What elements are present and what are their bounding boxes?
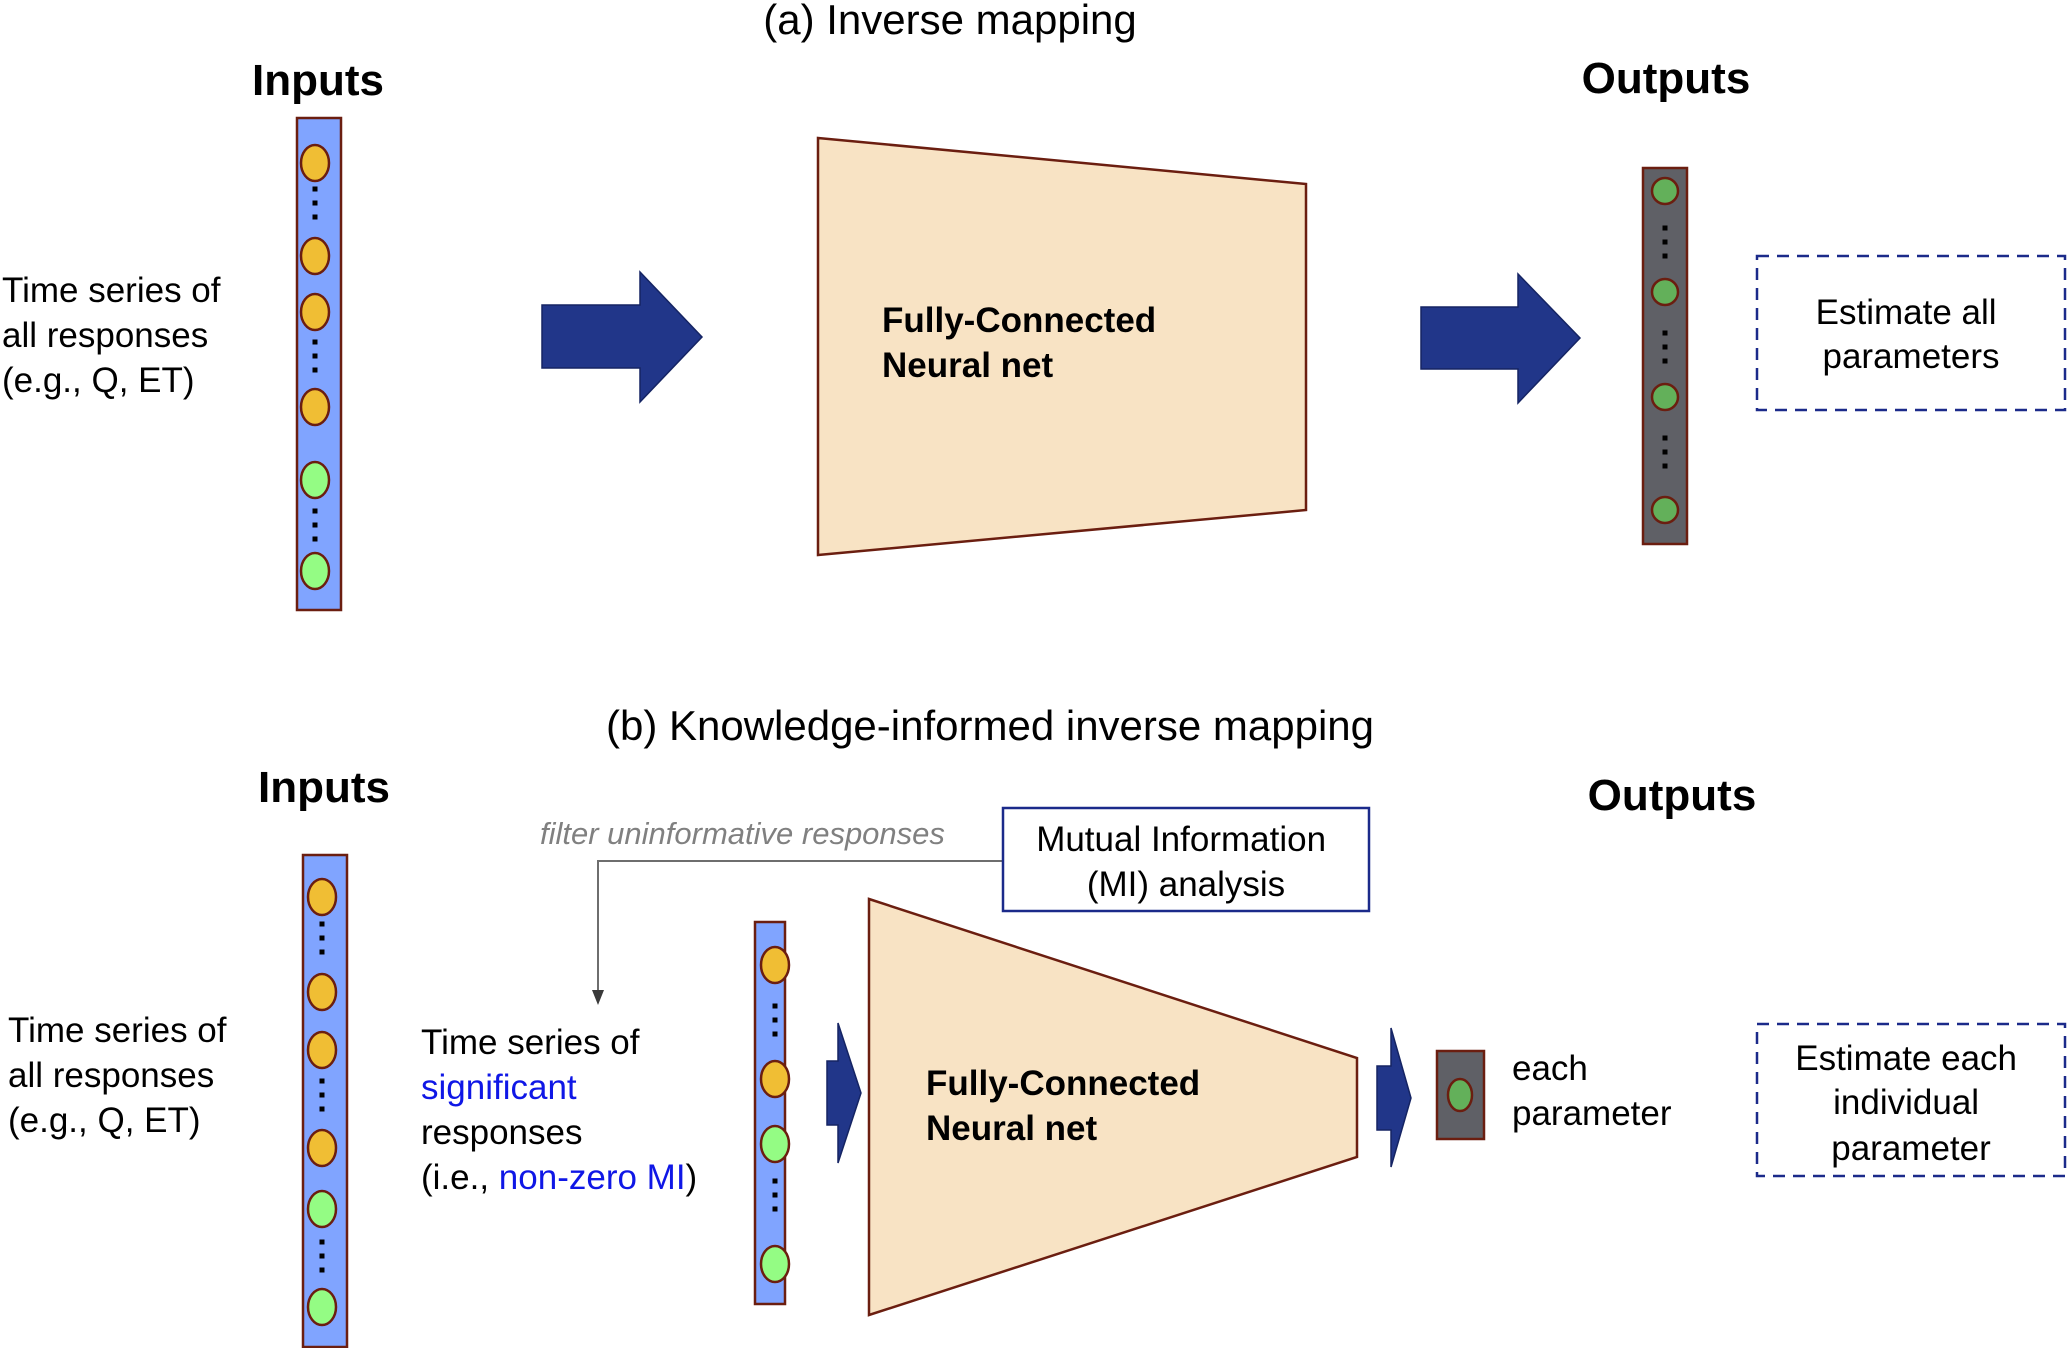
ellipsis-dot (772, 1178, 778, 1184)
panel-a-result-label: Estimate all parameters (1816, 293, 2007, 376)
ellipsis-dot (319, 1106, 325, 1112)
green-node (299, 551, 331, 591)
ellipsis-dot (319, 1239, 325, 1245)
ellipsis-dot (319, 1092, 325, 1098)
green-node (306, 1287, 338, 1327)
panel-b-outputs-header: Outputs (1588, 771, 1757, 820)
panel-b-title: (b) Knowledge-informed inverse mapping (606, 702, 1374, 749)
panel-b-network-label: Fully-Connected Neural net (926, 1064, 1210, 1148)
panel-b-output-nodes (1446, 1077, 1474, 1113)
yellow-node (299, 387, 331, 427)
ellipsis-dot (312, 200, 318, 206)
ellipsis-dot (312, 214, 318, 220)
panel-b-filter-connector (597, 860, 1003, 990)
yellow-node (306, 972, 338, 1012)
yellow-node (759, 1059, 791, 1099)
panel-a-output-nodes (1650, 176, 1680, 525)
panel-b-filter-label: filter uninformative responses (540, 816, 945, 851)
ellipsis-dot (1662, 330, 1668, 336)
panel-b-input-layer (301, 853, 349, 1348)
panel-b-input-nodes (306, 877, 338, 1327)
panel-b-arrow-in-icon (826, 1022, 862, 1164)
panel-a-input-label: Time series of all responses (e.g., Q, E… (2, 271, 230, 400)
ellipsis-dot (772, 1206, 778, 1212)
green-node (759, 1124, 791, 1164)
panel-a-network (816, 136, 1308, 557)
panel-a-input-layer (295, 116, 343, 612)
ellipsis-dot (772, 1003, 778, 1009)
ellipsis-dot (319, 935, 325, 941)
panel-b-filtered-layer (753, 920, 787, 1306)
panel-a-outputs-header: Outputs (1582, 54, 1751, 103)
green-node (306, 1189, 338, 1229)
ellipsis-dot (772, 1192, 778, 1198)
ellipsis-dot (1662, 463, 1668, 469)
ellipsis-dot (772, 1031, 778, 1037)
ellipsis-dot (1662, 253, 1668, 259)
ellipsis-dot (1662, 358, 1668, 364)
ellipsis-dot (319, 1267, 325, 1273)
panel-b-output-label: each parameter (1512, 1049, 1672, 1133)
panel-b-result-box (1755, 1022, 2067, 1178)
green-node (1650, 495, 1680, 525)
yellow-node (299, 143, 331, 183)
yellow-node (306, 1030, 338, 1070)
panel-b: (b) Knowledge-informed inverse mapping I… (8, 702, 2067, 1348)
ellipsis-dot (312, 367, 318, 373)
panel-a-inputs-header: Inputs (252, 56, 384, 105)
green-node (1446, 1077, 1474, 1113)
ellipsis-dot (312, 508, 318, 514)
ellipsis-dot (319, 1078, 325, 1084)
panel-a-arrow-in-icon (541, 270, 704, 404)
ellipsis-dot (312, 339, 318, 345)
ellipsis-dot (1662, 449, 1668, 455)
yellow-node (759, 945, 791, 985)
panel-b-arrow-out-icon (1376, 1027, 1412, 1168)
ellipsis-dot (1662, 225, 1668, 231)
ellipsis-dot (312, 522, 318, 528)
yellow-node (299, 292, 331, 332)
panel-b-mi-box (1001, 806, 1371, 913)
panel-a: (a) Inverse mapping Inputs Outputs Time … (2, 0, 2067, 612)
ellipsis-dot (312, 536, 318, 542)
green-node (1650, 382, 1680, 412)
ellipsis-dot (1662, 435, 1668, 441)
panel-a-network-label: Fully-Connected Neural net (882, 301, 1166, 385)
panel-a-output-layer (1641, 166, 1689, 546)
ellipsis-dot (312, 353, 318, 359)
yellow-node (306, 877, 338, 917)
panel-a-result-box (1755, 254, 2067, 412)
ellipsis-dot (319, 1253, 325, 1259)
panel-b-input-label: Time series of all responses (e.g., Q, E… (8, 1011, 236, 1140)
ellipsis-dot (319, 921, 325, 927)
ellipsis-dot (1662, 344, 1668, 350)
panel-b-inputs-header: Inputs (258, 763, 390, 812)
panel-b-result-label: Estimate each individual parameter (1795, 1039, 2027, 1168)
panel-a-title: (a) Inverse mapping (763, 0, 1137, 43)
arrow-down-icon (592, 990, 604, 1005)
yellow-node (299, 236, 331, 276)
green-node (1650, 176, 1680, 206)
green-node (759, 1244, 791, 1284)
panel-a-input-nodes (299, 143, 331, 591)
panel-b-mi-label: Mutual Information (MI) analysis (1036, 820, 1336, 904)
ellipsis-dot (1662, 239, 1668, 245)
panel-b-significant-label: Time series of significant responses (i.… (421, 1023, 697, 1197)
ellipsis-dot (312, 186, 318, 192)
green-node (1650, 277, 1680, 307)
panel-b-network (867, 897, 1359, 1317)
panel-b-filtered-nodes (759, 945, 791, 1284)
green-node (299, 460, 331, 500)
ellipsis-dot (772, 1017, 778, 1023)
yellow-node (306, 1128, 338, 1168)
ellipsis-dot (319, 949, 325, 955)
panel-a-arrow-out-icon (1420, 272, 1582, 405)
